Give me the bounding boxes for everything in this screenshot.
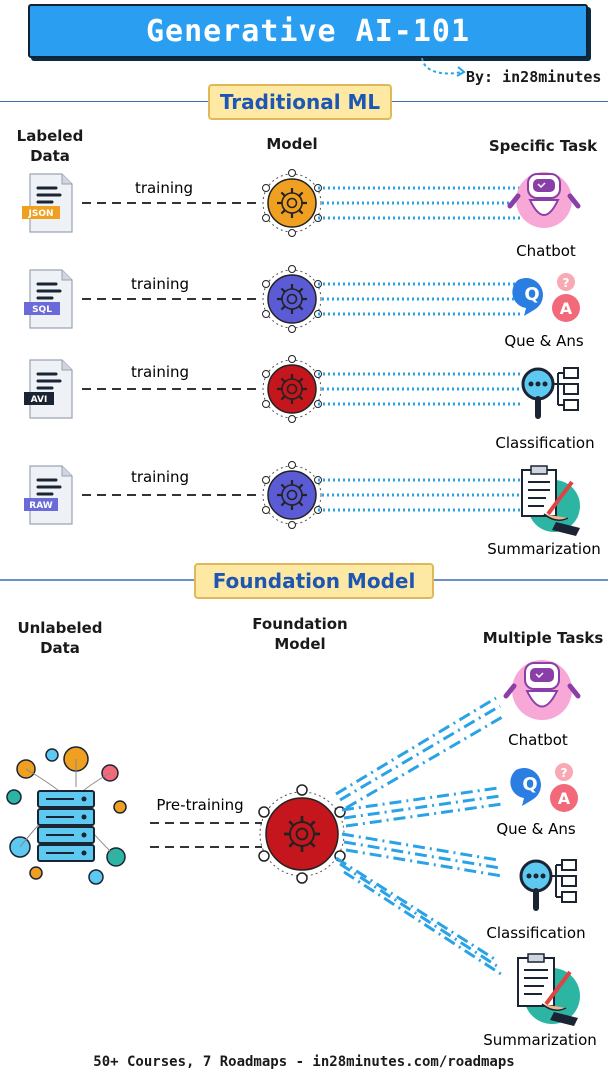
task-label: Summarization [487, 540, 601, 558]
task-label: Que & Ans [496, 820, 576, 838]
chatbot-robot-icon [503, 660, 581, 720]
json-file-icon: JSON [22, 172, 74, 234]
task-label: Chatbot [516, 242, 576, 260]
byline-arrow-icon [421, 57, 466, 77]
edge-label-pretraining: Pre-training [156, 796, 243, 814]
file-type-label: SQL [32, 305, 52, 315]
traditional-row-4: RAW training Summarization [24, 461, 601, 558]
model-node-icon [262, 265, 322, 333]
fanout-connector [335, 696, 505, 978]
model-circle [267, 470, 317, 520]
dotted-connector [318, 478, 520, 512]
dotted-connector [318, 186, 520, 220]
foundation-model-node-icon [258, 784, 346, 884]
task-label: Classification [486, 924, 585, 942]
column-header-unlabeled-data: Unlabeled Data [17, 619, 103, 657]
qa-q-glyph: Q [522, 774, 537, 795]
section-heading-label: Traditional ML [219, 90, 381, 114]
footer: 50+ Courses, 7 Roadmaps - in28minutes.co… [93, 1054, 515, 1070]
question-answer-icon: Q A ? [510, 763, 578, 812]
traditional-row-1: JSON training Chatbot [22, 169, 581, 260]
column-header-specific-task: Specific Task [488, 137, 598, 155]
model-node-icon [262, 461, 322, 529]
section-heading-traditional: Traditional ML [208, 84, 392, 120]
model-circle [267, 274, 317, 324]
edge-label-training: training [131, 468, 189, 486]
classification-magnifier-icon [521, 367, 579, 419]
dotted-connector [318, 282, 520, 316]
traditional-row-3: AVI training Classification [24, 355, 595, 452]
edge-label-training: training [131, 363, 189, 381]
file-type-label: JSON [27, 209, 53, 219]
foundation-model-circle [265, 797, 339, 871]
classification-magnifier-icon [519, 859, 577, 911]
edge-label-training: training [131, 275, 189, 293]
qa-a-glyph: A [558, 789, 571, 808]
question-answer-icon: Q A ? [512, 273, 580, 322]
model-circle [267, 364, 317, 414]
model-circle [267, 178, 317, 228]
column-header-foundation-model: Foundation Model [252, 615, 348, 653]
file-type-label: RAW [29, 501, 52, 511]
section-heading-foundation: Foundation Model [194, 563, 434, 599]
dotted-connector [318, 372, 520, 406]
raw-file-icon: RAW [24, 464, 74, 526]
byline: By: in28minutes [466, 68, 602, 86]
task-label: Summarization [483, 1031, 597, 1049]
qa-q-glyph: Q [524, 284, 539, 305]
sql-file-icon: SQL [24, 268, 74, 330]
column-header-labeled-data: Labeled Data [16, 127, 84, 165]
unlabeled-data-server-icon [6, 746, 127, 885]
column-header-multiple-tasks: Multiple Tasks [482, 629, 604, 647]
summarization-document-icon [521, 465, 580, 536]
edge-label-training: training [135, 179, 193, 197]
task-label: Chatbot [508, 731, 568, 749]
model-node-icon [262, 355, 322, 423]
column-header-model: Model [266, 135, 318, 153]
section-heading-label: Foundation Model [212, 569, 416, 593]
task-label: Classification [495, 434, 594, 452]
title-banner: Generative AI-101 [28, 4, 588, 58]
task-label: Que & Ans [504, 332, 584, 350]
qa-mark-glyph: ? [563, 276, 570, 290]
qa-mark-glyph: ? [561, 766, 568, 780]
avi-file-icon: AVI [24, 358, 74, 420]
page-title: Generative AI-101 [145, 13, 471, 49]
traditional-row-2: SQL training Q A ? Que & Ans [24, 265, 584, 350]
model-node-icon [262, 169, 322, 237]
qa-a-glyph: A [560, 299, 573, 318]
summarization-document-icon [517, 953, 580, 1026]
chatbot-robot-icon [507, 172, 581, 228]
file-type-label: AVI [31, 395, 48, 405]
